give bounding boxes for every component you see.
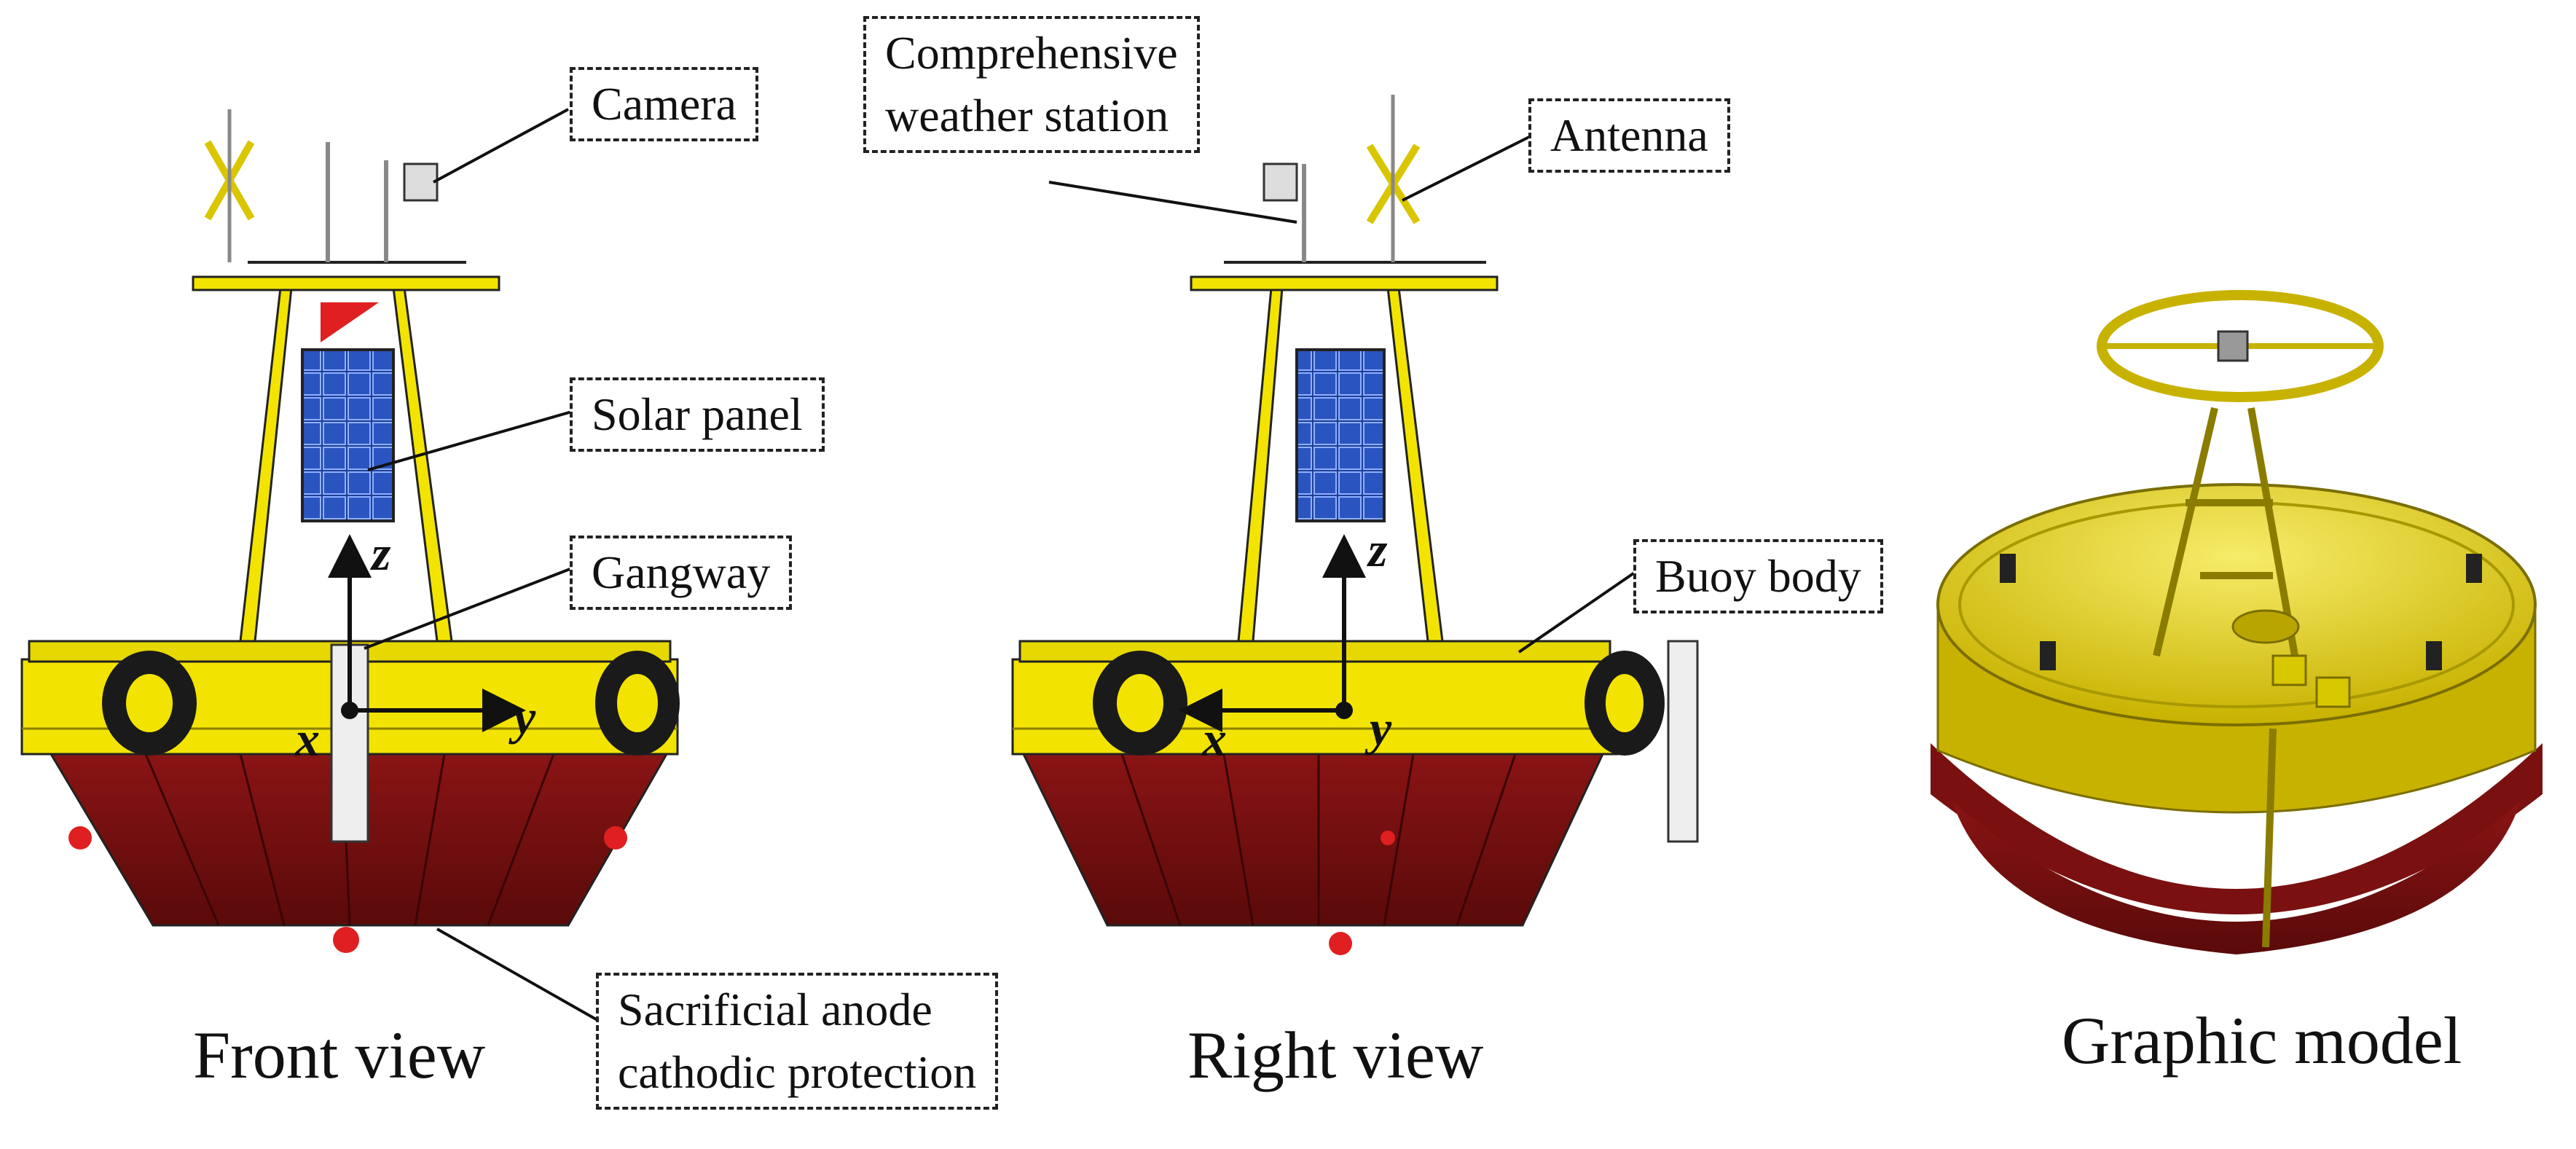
- anode-label-line1: Sacrificial anode: [618, 984, 932, 1035]
- front-axes: [328, 534, 526, 732]
- weather-station-label-line1: Comprehensive: [885, 27, 1178, 79]
- antenna-callout: Antenna: [1528, 98, 1730, 173]
- weather-station-label-line2: weather station: [885, 90, 1169, 141]
- solar-panel-icon: [301, 348, 395, 522]
- leader-lines: [364, 108, 1637, 1021]
- front-axis-x-label: x: [295, 711, 320, 766]
- weather-station-callout: Comprehensive weather station: [863, 16, 1200, 153]
- right-axis-x-label: x: [1202, 711, 1227, 766]
- tire-icon: [102, 651, 197, 756]
- front-view-caption: Front view: [193, 1018, 486, 1092]
- anode-label-line2: cathodic protection: [618, 1046, 977, 1098]
- right-axis-z-label: z: [1368, 522, 1388, 577]
- right-axes: [1179, 534, 1366, 732]
- flag-icon: [321, 302, 379, 342]
- solar-panel-callout: Solar panel: [570, 377, 825, 452]
- camera-callout: Camera: [570, 67, 758, 141]
- anode-callout: Sacrificial anode cathodic protection: [596, 973, 999, 1110]
- buoy-body-callout: Buoy body: [1633, 539, 1883, 613]
- tire-icon: [1585, 651, 1665, 756]
- antenna-icon: [204, 109, 255, 262]
- front-axis-y-label: y: [514, 689, 536, 745]
- graphic-model-buoy: [1931, 290, 2542, 954]
- tire-icon: [1093, 651, 1187, 756]
- front-axis-z-label: z: [372, 525, 391, 581]
- right-view-caption: Right view: [1187, 1018, 1484, 1092]
- right-view-buoy: [1011, 95, 1699, 955]
- solar-panel-icon: [1295, 348, 1386, 522]
- gangway-callout: Gangway: [570, 536, 793, 610]
- camera-icon: [384, 160, 439, 262]
- weather-station-icon: [1263, 162, 1306, 262]
- antenna-icon: [1366, 95, 1421, 262]
- right-axis-y-label: y: [1370, 700, 1392, 756]
- front-view-buoy: [20, 109, 680, 953]
- tire-icon: [595, 651, 680, 756]
- graphic-model-caption: Graphic model: [2062, 1003, 2462, 1078]
